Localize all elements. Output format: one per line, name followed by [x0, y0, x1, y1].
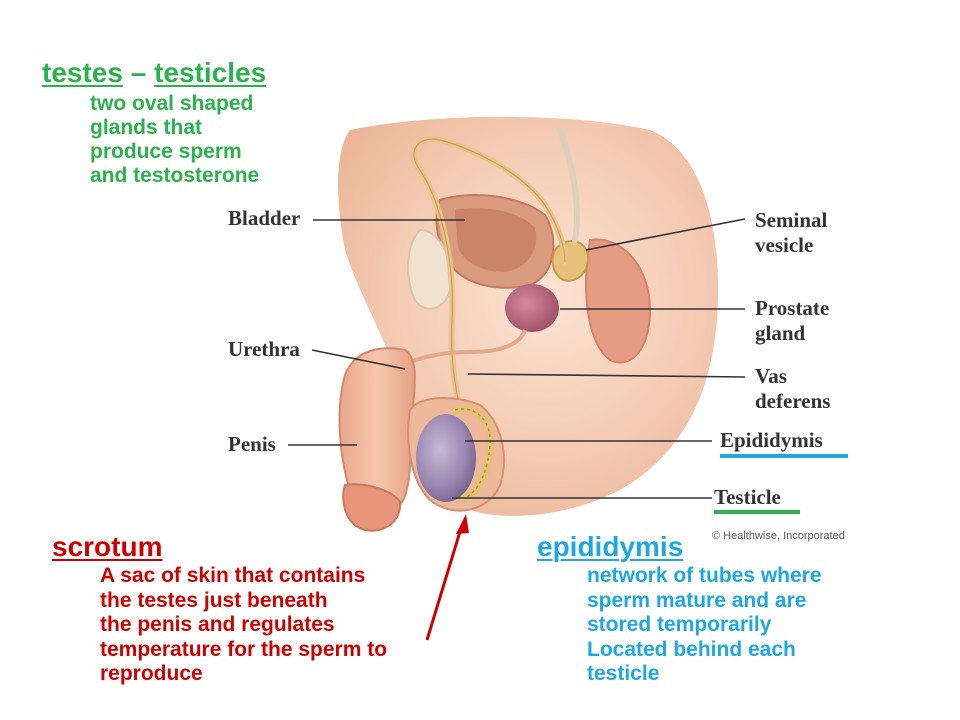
- epididymis-desc-line: Located behind each: [587, 637, 796, 661]
- scrotum-arrow-shaft: [425, 524, 464, 641]
- label-vas-line1: Vas: [755, 364, 787, 388]
- testes-desc-line: and testosterone: [90, 164, 260, 187]
- label-vas-line2: deferens: [755, 389, 831, 413]
- label-seminal-line1: Seminal: [755, 208, 828, 232]
- testicle-shape: [416, 414, 476, 502]
- epididymis-desc-line: sperm mature and are: [587, 588, 807, 612]
- epididymis-heading: epididymis: [537, 531, 684, 562]
- testes-dash: –: [122, 57, 155, 88]
- label-penis: Penis: [228, 432, 276, 456]
- label-bladder: Bladder: [228, 206, 301, 230]
- testes-heading: testes – testicles: [42, 56, 266, 90]
- label-urethra: Urethra: [228, 337, 300, 361]
- testes-description: two oval shaped glands that produce sper…: [90, 92, 330, 188]
- testes-desc-line: produce sperm: [90, 140, 242, 163]
- epididymis-desc-line: stored temporarily: [587, 613, 772, 636]
- seminal-vesicle-shape: [551, 240, 590, 282]
- scrotum-arrow-head: [456, 514, 469, 534]
- scrotum-desc-line: temperature for the sperm to: [100, 637, 388, 661]
- label-prostate-line2: gland: [755, 321, 806, 345]
- scrotum-desc-line: A sac of skin that contains: [100, 564, 366, 587]
- scrotum-desc-line: the penis and regulates: [100, 613, 335, 636]
- scrotum-heading: scrotum: [52, 531, 163, 562]
- label-testicle: Testicle: [714, 485, 781, 509]
- label-seminal-line2: vesicle: [755, 233, 814, 257]
- leader-lines: [288, 218, 746, 499]
- scrotum-desc-line: reproduce: [100, 662, 203, 685]
- prostate-shape: [505, 284, 559, 332]
- testes-term: testes: [42, 57, 123, 88]
- testes-desc-line: glands that: [90, 116, 203, 139]
- scrotum-desc-line: the testes just beneath: [100, 588, 328, 612]
- copyright-credit: © Healthwise, Incorporated: [712, 530, 845, 542]
- label-epididymis: Epididymis: [720, 428, 823, 452]
- epididymis-desc-line: testicle: [587, 662, 660, 685]
- epididymis-desc-line: network of tubes where: [587, 564, 822, 587]
- testes-desc-line: two oval shaped: [90, 92, 254, 115]
- scrotum-description: A sac of skin that contains the testes j…: [100, 564, 387, 687]
- epididymis-description: network of tubes where sperm mature and …: [587, 564, 822, 687]
- testes-synonym: testicles: [154, 57, 267, 88]
- label-prostate-line1: Prostate: [755, 296, 830, 320]
